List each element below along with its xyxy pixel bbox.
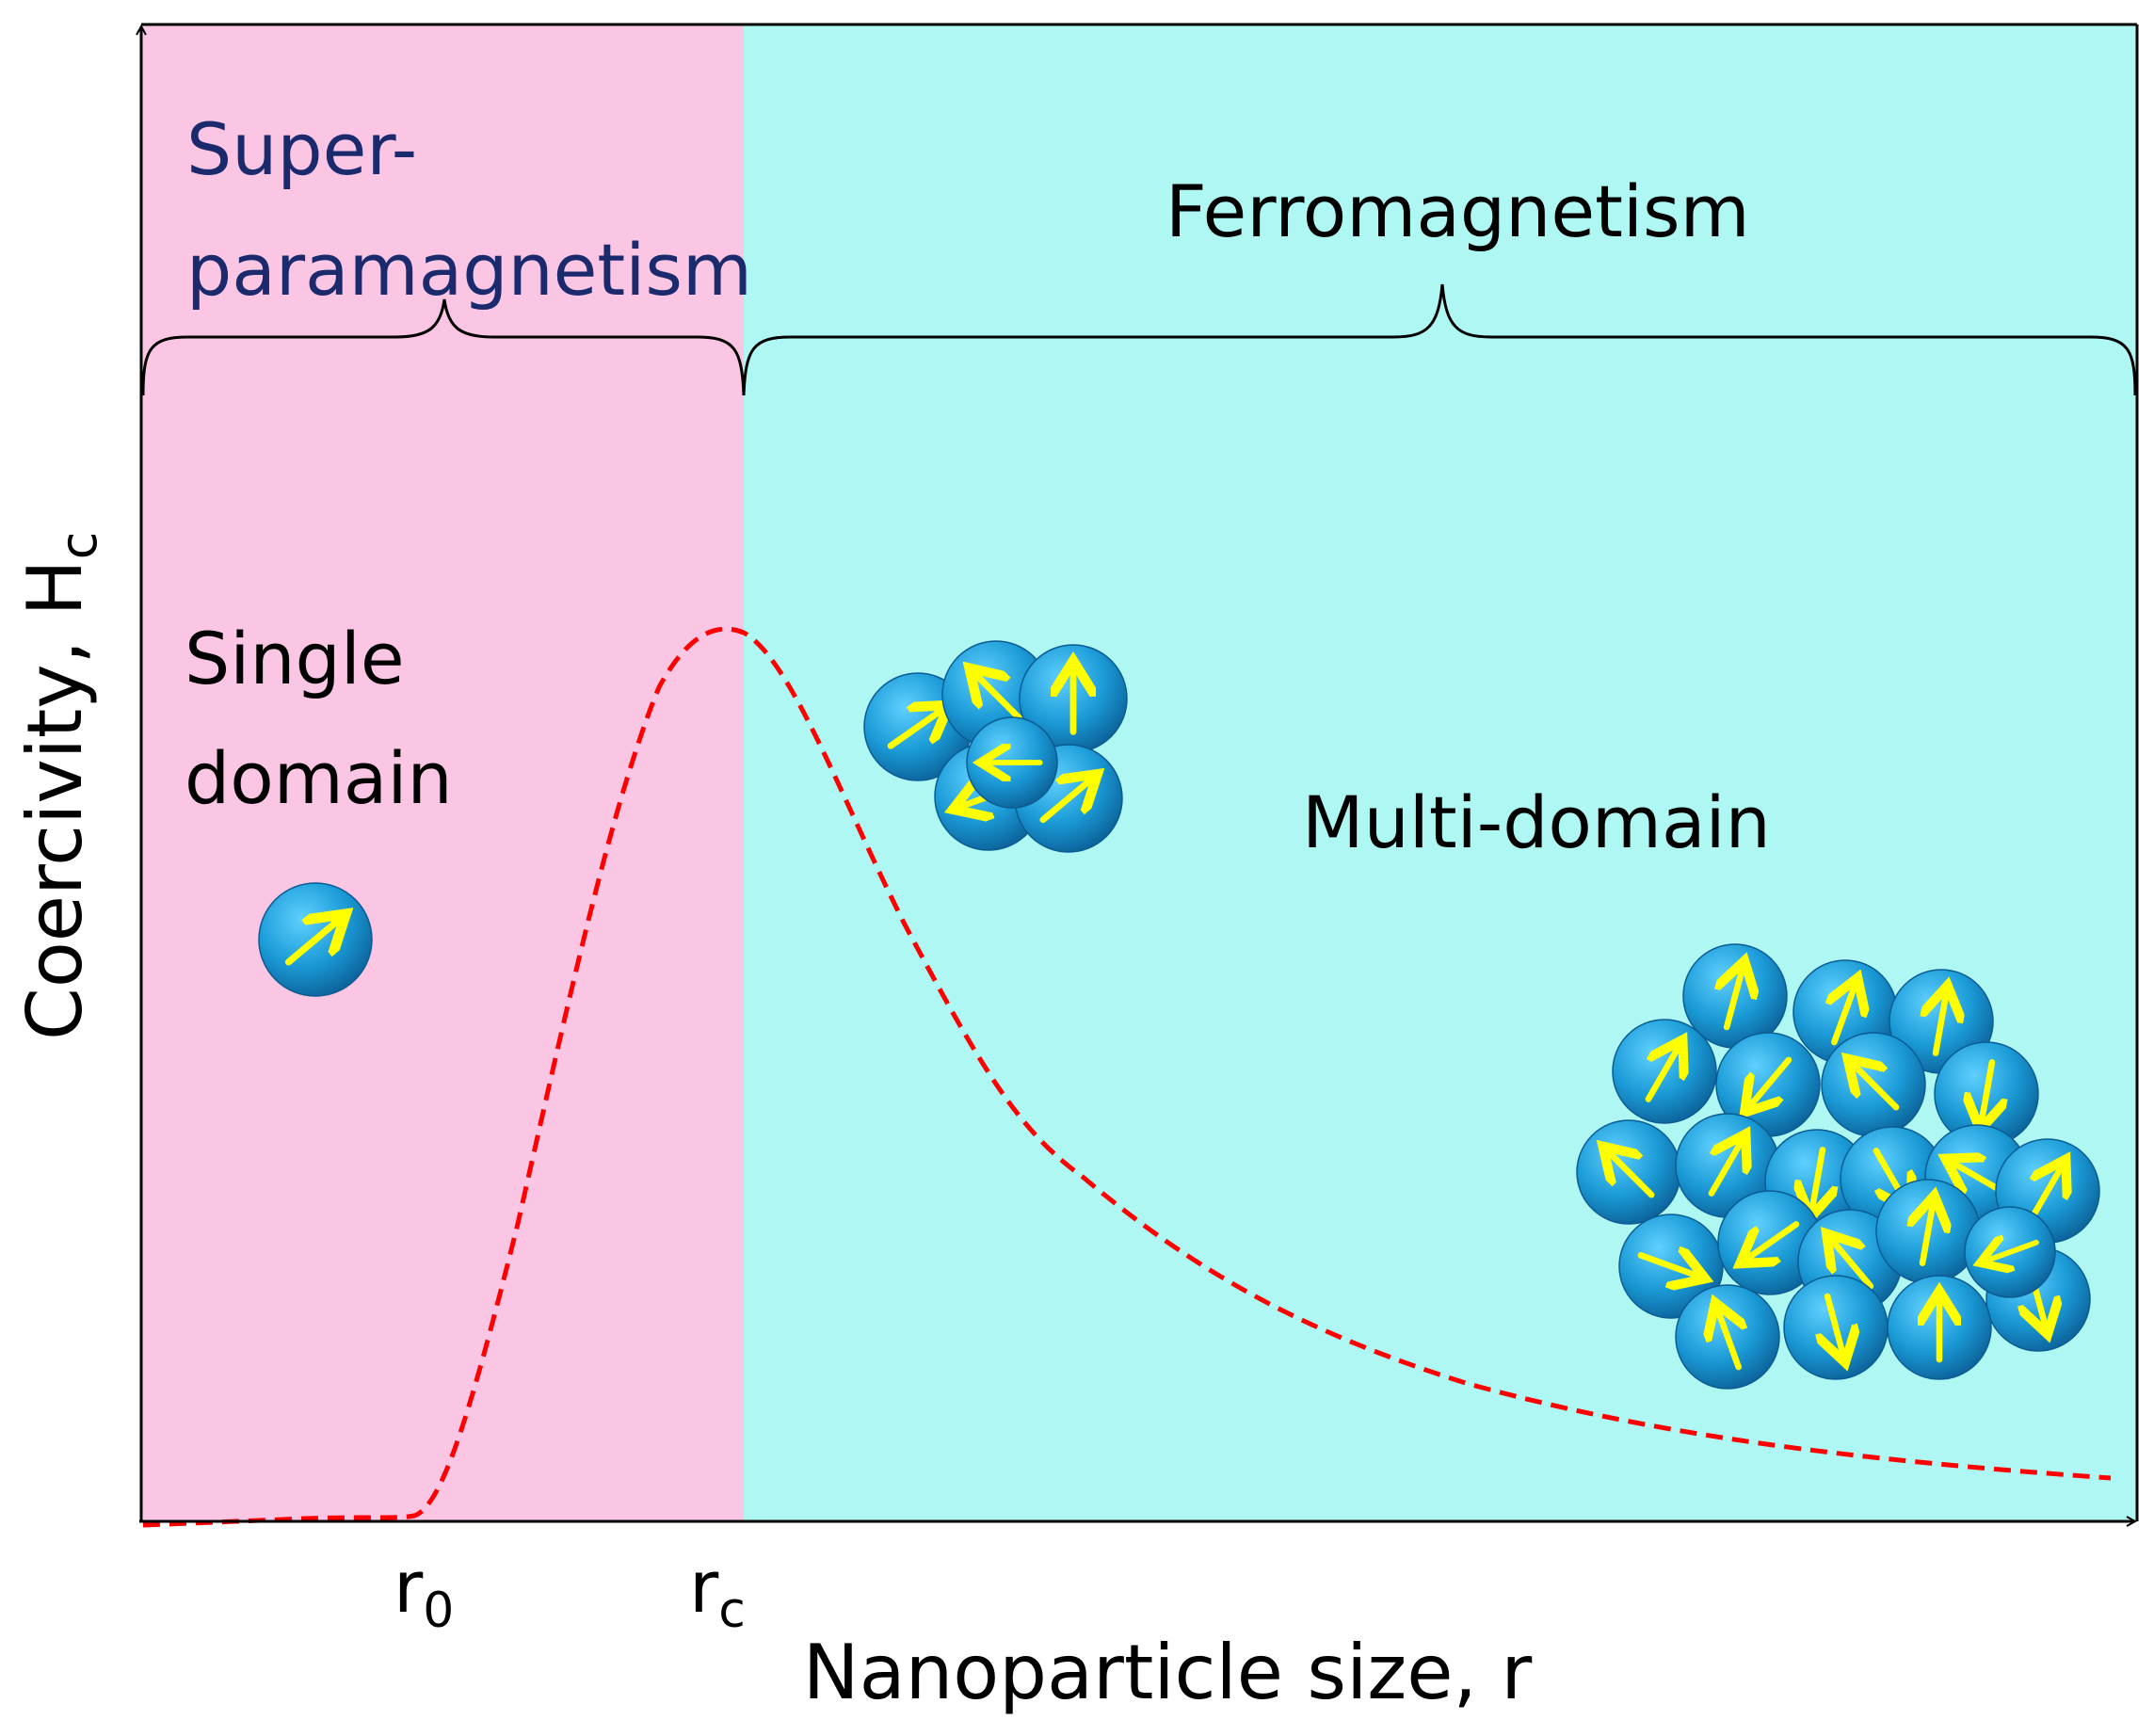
tick-label-r0-main: r [394,1545,424,1629]
magnetization-arrow [1827,1293,1844,1358]
x-axis-title: Nanoparticle size, r [803,1629,1533,1716]
magnetization-arrow [2028,1163,2064,1222]
magnetization-arrow [1922,1199,1934,1266]
magnetization-arrow [887,708,945,749]
y-axis-title-subscript: c [49,532,108,560]
magnetization-arrow [1834,982,1856,1046]
magnetization-arrow [1744,1221,1800,1261]
tick-label-r0: r0 [394,1545,454,1639]
tick-label-rc: rc [689,1545,746,1639]
magnetization-arrow [1851,1062,1900,1111]
magnetization-arrow [1039,777,1094,824]
tick-label-r0-subscript: 0 [423,1583,454,1639]
magnetization-arrow [1747,1056,1792,1109]
superparamagnetism-label-line2: paramagnetism [186,228,752,312]
magnetization-arrow [1984,1243,2039,1262]
multi-domain-label: Multi-domain [1302,780,1771,864]
multi-domain-cluster-icon-large [1576,943,2100,1390]
y-axis-title: Coercivity, Hc [11,532,108,1040]
magnetization-arrow [1606,1149,1655,1198]
magnetization-arrow [1727,965,1744,1031]
superparamagnetism-label-line1: Super- [186,107,417,191]
coercivity-curve [142,626,2112,1528]
single-domain-label-line1: Single [185,617,405,700]
ferromagnetism-brace [742,283,2137,396]
superparamagnetism-brace [141,298,746,396]
magnetization-arrow [1981,1059,1992,1125]
magnetization-arrow [973,671,1023,722]
multi-domain-cluster-icon [863,640,1128,853]
single-domain-particle-icon [258,882,373,997]
single-domain-label-line2: domain [185,736,453,820]
magnetization-arrow [1811,1147,1823,1213]
magnetization-arrow [1716,1307,1738,1371]
superparamagnetic-region [141,24,744,1521]
magnetization-arrow [1637,1255,1701,1277]
tick-label-rc-main: r [689,1545,719,1629]
magnetization-arrow [1936,989,1947,1056]
magnetization-arrow [1645,1043,1680,1102]
magnetization-arrow [1708,1137,1744,1197]
y-axis-title-main: Coercivity, H [11,559,99,1040]
magnetization-arrow [1829,1237,1874,1290]
tick-label-rc-subscript: c [718,1583,746,1639]
magnetization-arrow [284,917,343,966]
ferromagnetism-label: Ferromagnetism [1165,169,1750,253]
